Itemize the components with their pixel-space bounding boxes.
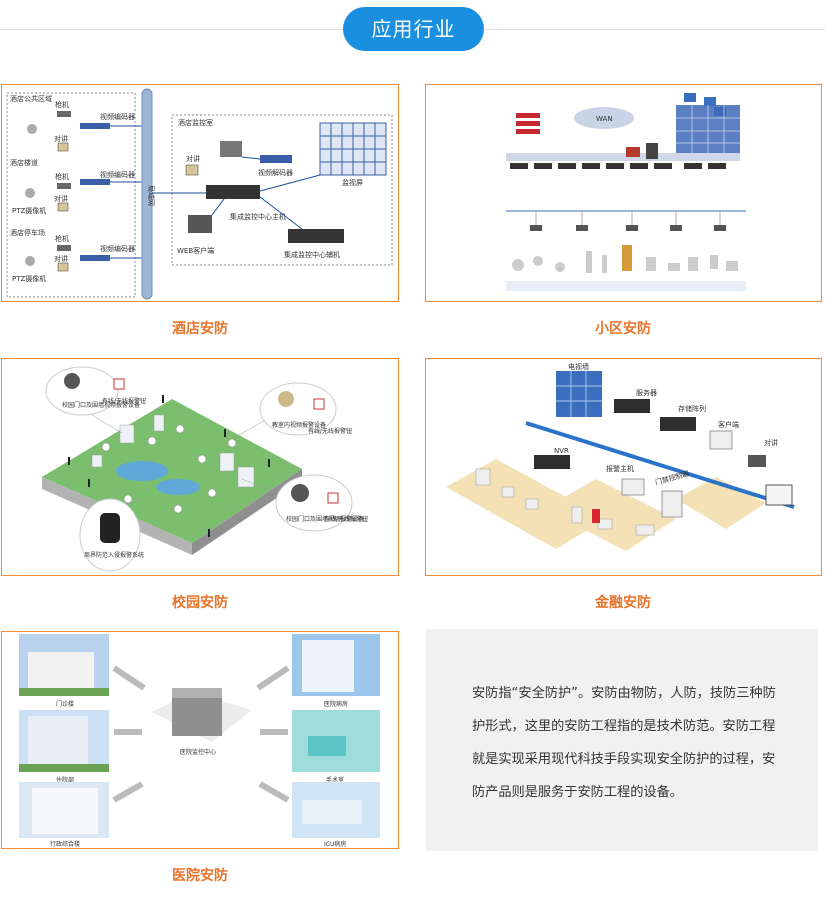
description-panel: 安防指“安全防护”。安防由物防，人防，技防三种防护形式，这里的安防工程指的是技术… [426,629,818,851]
svg-text:ICU病房: ICU病房 [324,840,346,848]
residential-diagram: WAN [506,93,746,291]
svg-text:住院部: 住院部 [56,776,74,784]
svg-text:酒店停车场: 酒店停车场 [10,228,45,237]
hospital-diagram: 门诊楼 住院部 行政综合楼 医院监控中心 医院病房 手术室 ICU病房 [19,634,380,848]
svg-text:WAN: WAN [596,115,613,123]
card-hotel-security[interactable]: 酒店公共区域 酒店楼道 酒店停车场 枪机 枪机 枪机 对讲 对讲 对讲 PTZ摄… [1,84,399,302]
svg-text:行政综合楼: 行政综合楼 [50,840,80,848]
svg-text:枪机: 枪机 [55,234,69,243]
svg-text:校园门口及围墙视频报警设备: 校园门口及围墙视频报警设备 [286,515,364,523]
svg-text:校园门口及围墙视频报警设备: 校园门口及围墙视频报警设备 [62,401,140,409]
finance-diagram: 电视墙 服务器 存储阵列 客户端 对讲 NVR 报警主机 门禁控制器 [446,362,795,551]
caption-residential-security[interactable]: 小区安防 [595,321,651,337]
svg-text:局域网: 局域网 [147,185,156,206]
svg-text:有线/无线报警钮: 有线/无线报警钮 [308,427,352,435]
card-campus-security[interactable]: 校园门口及围墙视频报警设备 有线/无线报警钮 教室内视频报警设备 有线/无线报警… [1,358,399,576]
svg-text:有线/无线报警钮: 有线/无线报警钮 [324,515,368,523]
svg-text:客户端: 客户端 [718,420,739,429]
svg-text:医院病房: 医院病房 [324,700,348,708]
svg-text:酒店楼道: 酒店楼道 [10,158,38,167]
svg-text:WEB客户端: WEB客户端 [177,246,214,255]
svg-text:门诊楼: 门诊楼 [56,700,74,708]
svg-text:集成监控中心辅机: 集成监控中心辅机 [284,250,340,259]
svg-text:PTZ摄像机: PTZ摄像机 [12,206,46,215]
svg-text:手术室: 手术室 [326,776,344,784]
svg-text:周界防范入侵报警系统: 周界防范入侵报警系统 [84,551,144,559]
svg-text:对讲: 对讲 [54,194,68,203]
svg-text:存储阵列: 存储阵列 [678,404,706,413]
svg-text:对讲: 对讲 [186,154,200,163]
svg-text:视频编码器: 视频编码器 [100,170,135,179]
svg-text:门禁控制器: 门禁控制器 [654,469,690,487]
svg-text:枪机: 枪机 [55,172,69,181]
caption-campus-security[interactable]: 校园安防 [172,595,228,611]
svg-text:枪机: 枪机 [55,100,69,109]
svg-text:服务器: 服务器 [636,388,657,397]
svg-text:监视屏: 监视屏 [342,178,363,187]
caption-finance-security[interactable]: 金融安防 [595,595,651,611]
svg-text:视频解码器: 视频解码器 [258,168,293,177]
svg-text:酒店监控室: 酒店监控室 [178,118,213,127]
hotel-diagram: 酒店公共区域 酒店楼道 酒店停车场 枪机 枪机 枪机 对讲 对讲 对讲 PTZ摄… [6,88,393,300]
svg-text:报警主机: 报警主机 [606,464,634,473]
card-residential-security[interactable]: WAN [425,84,822,302]
svg-text:PTZ摄像机: PTZ摄像机 [12,274,46,283]
svg-text:电视墙: 电视墙 [568,362,589,371]
caption-hospital-security[interactable]: 医院安防 [172,868,228,884]
card-finance-security[interactable]: 电视墙 服务器 存储阵列 客户端 对讲 NVR 报警主机 门禁控制器 [425,358,822,576]
svg-text:对讲: 对讲 [764,438,778,447]
svg-text:酒店公共区域: 酒店公共区域 [10,94,52,103]
campus-diagram: 校园门口及围墙视频报警设备 有线/无线报警钮 教室内视频报警设备 有线/无线报警… [42,366,368,572]
description-text: 安防指“安全防护”。安防由物防，人防，技防三种防护形式，这里的安防工程指的是技术… [472,686,776,800]
card-hospital-security[interactable]: 门诊楼 住院部 行政综合楼 医院监控中心 医院病房 手术室 ICU病房 [1,631,399,849]
svg-text:视频编码器: 视频编码器 [100,244,135,253]
svg-text:教室内视频报警设备: 教室内视频报警设备 [272,421,326,429]
svg-text:视频编码器: 视频编码器 [100,112,135,121]
svg-text:NVR: NVR [554,447,569,455]
svg-text:对讲: 对讲 [54,134,68,143]
svg-text:对讲: 对讲 [54,254,68,263]
caption-hotel-security[interactable]: 酒店安防 [172,321,228,337]
svg-text:医院监控中心: 医院监控中心 [180,748,216,756]
svg-text:集成监控中心主机: 集成监控中心主机 [230,212,286,221]
section-title: 应用行业 [343,7,484,51]
svg-text:有线/无线报警钮: 有线/无线报警钮 [102,397,146,405]
